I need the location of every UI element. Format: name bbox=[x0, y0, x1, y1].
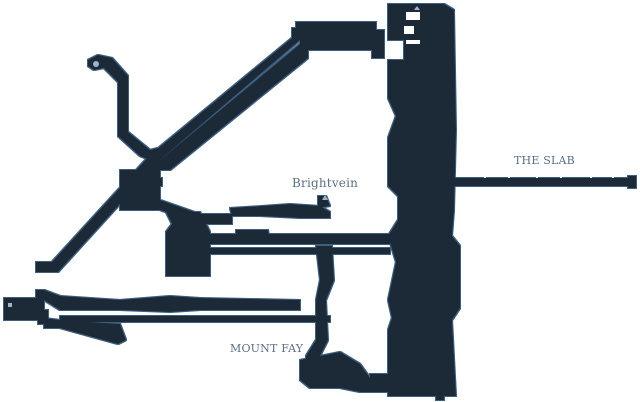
hook-path bbox=[88, 55, 158, 160]
top-ridge bbox=[296, 22, 376, 36]
diagonal-passage bbox=[36, 28, 300, 272]
brightvein-room bbox=[230, 204, 330, 218]
bench-icon bbox=[93, 61, 328, 200]
mount-fay-shaft bbox=[306, 246, 334, 372]
central-chamber bbox=[166, 212, 210, 276]
label-brightvein: Brightvein bbox=[292, 176, 359, 190]
mount-fay-room bbox=[300, 352, 396, 392]
left-entrance bbox=[4, 298, 44, 320]
central-room bbox=[120, 170, 232, 224]
left-lower-corridor bbox=[36, 290, 300, 312]
the-slab-corridor bbox=[454, 178, 634, 186]
tower-shaft bbox=[420, 56, 430, 176]
bottom-tunnel bbox=[44, 318, 126, 344]
mid-corridor bbox=[200, 234, 390, 244]
label-mount-fay: MOUNT FAY bbox=[230, 342, 304, 355]
upper-diagonal bbox=[148, 28, 380, 170]
transition-icon bbox=[8, 6, 420, 307]
label-the-slab: THE SLAB bbox=[514, 154, 575, 167]
